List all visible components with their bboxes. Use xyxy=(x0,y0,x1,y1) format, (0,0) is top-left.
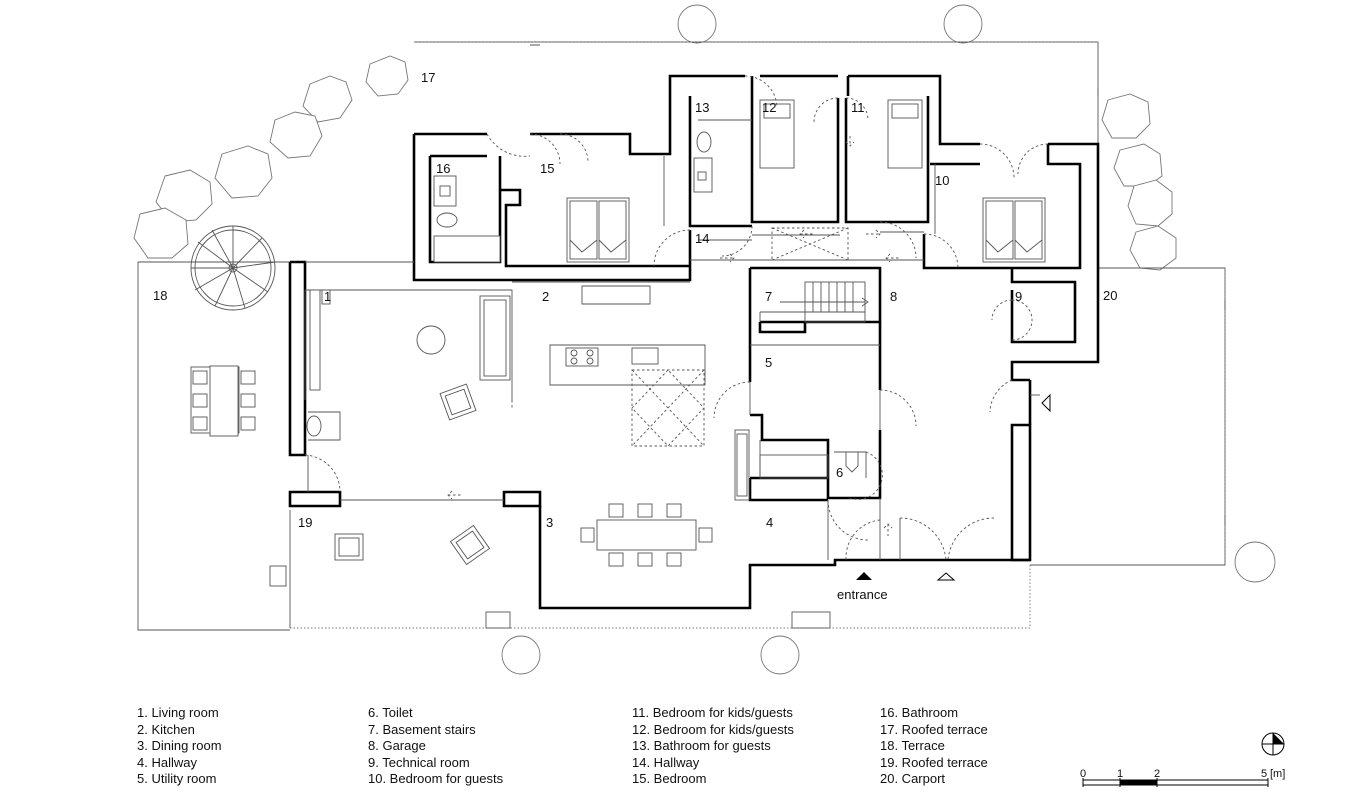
room-number: 20 xyxy=(1103,288,1117,303)
site-outlines xyxy=(137,41,1226,631)
legend-item: 18. Terrace xyxy=(880,738,945,754)
legend-item: 7. Basement stairs xyxy=(368,721,476,737)
legend-item: 11. Bedroom for kids/guests xyxy=(632,705,793,720)
legend-item: 1. Living room xyxy=(137,705,219,720)
legend-item: 2. Kitchen xyxy=(137,721,195,737)
skylights xyxy=(631,227,849,447)
entrance-arrow-icon xyxy=(936,572,956,581)
sliding-door-arrows xyxy=(447,136,900,536)
legend-item: 13. Bathroom for guests xyxy=(632,738,771,754)
legend-column: 16. Bathroom 17. Roofed terrace 18. Terr… xyxy=(880,705,988,788)
room-number: 8 xyxy=(890,289,897,304)
spiral-stair xyxy=(190,225,276,311)
room-number: 14 xyxy=(695,231,709,246)
legend-item: 4. Hallway xyxy=(137,754,197,770)
room-number: 6 xyxy=(836,465,843,480)
legend-item: 17. Roofed terrace xyxy=(880,721,988,737)
legend-item: 16. Bathroom xyxy=(880,705,959,720)
trees xyxy=(133,4,1276,675)
room-number: 17 xyxy=(421,70,435,85)
interior-details xyxy=(304,119,1040,560)
basement-stairs xyxy=(759,281,869,323)
scale-tick-label: 0 xyxy=(1080,768,1086,780)
bush xyxy=(155,169,213,223)
room-number: 10 xyxy=(935,173,949,188)
room-number: 7 xyxy=(765,289,772,304)
room-number: 18 xyxy=(153,288,167,303)
legend-item: 10. Bedroom for guests xyxy=(368,771,504,787)
legend-item: 3. Dining room xyxy=(137,738,222,754)
tree xyxy=(760,635,800,675)
room-number: 11 xyxy=(851,100,865,115)
tree xyxy=(501,635,541,675)
north-arrow-icon xyxy=(1261,732,1285,756)
room-number: 1 xyxy=(324,289,331,304)
scale-tick-label: 2 xyxy=(1154,768,1160,780)
tree xyxy=(1234,541,1276,583)
bush xyxy=(133,207,189,259)
bush xyxy=(1129,225,1177,271)
tree xyxy=(943,4,983,44)
room-number: 3 xyxy=(546,515,553,530)
bush xyxy=(1101,93,1151,139)
legend-item: 19. Roofed terrace xyxy=(880,754,988,770)
scale-bar: 0 1 2 5 [m] xyxy=(1080,768,1285,787)
room-numbers: 1 2 3 4 5 6 7 8 9 10 11 12 13 14 15 16 1… xyxy=(153,70,1117,530)
bush xyxy=(1127,179,1173,227)
room-number: 2 xyxy=(542,289,549,304)
room-number: 12 xyxy=(762,100,776,115)
bush xyxy=(1113,143,1163,187)
scale-unit-label: [m] xyxy=(1270,768,1285,780)
room-number: 5 xyxy=(765,355,772,370)
legend-item: 15. Bedroom xyxy=(632,771,707,787)
scale-tick-label: 1 xyxy=(1117,768,1123,780)
room-number: 9 xyxy=(1015,289,1022,304)
bush xyxy=(365,55,409,97)
legend-item: 5. Utility room xyxy=(137,771,217,787)
entrance-markers: entrance xyxy=(837,393,1051,602)
double-bed-15 xyxy=(566,197,630,263)
legend-item: 20. Carport xyxy=(880,771,946,787)
legend-item: 9. Technical room xyxy=(368,754,470,770)
furniture xyxy=(190,99,1046,629)
room-number: 19 xyxy=(298,515,312,530)
armchair xyxy=(439,383,477,421)
legend-column: 6. Toilet 7. Basement stairs 8. Garage 9… xyxy=(368,705,503,788)
single-bed-12 xyxy=(759,99,795,169)
double-bed-10 xyxy=(982,197,1046,263)
entrance-arrow-icon xyxy=(1041,393,1051,413)
bush xyxy=(302,75,353,123)
legend-column: 11. Bedroom for kids/guests 12. Bedroom … xyxy=(632,705,794,788)
tree xyxy=(677,4,717,44)
legend-item: 8. Garage xyxy=(368,738,426,754)
legend-item: 12. Bedroom for kids/guests xyxy=(632,721,794,737)
room-number: 13 xyxy=(695,100,709,115)
bush xyxy=(269,111,323,159)
entrance-arrow-icon xyxy=(856,572,872,580)
room-number: 15 xyxy=(540,161,554,176)
bush xyxy=(214,145,273,199)
scale-tick-label: 5 xyxy=(1261,768,1267,780)
single-bed-11 xyxy=(887,99,923,169)
legend-column: 1. Living room 2. Kitchen 3. Dining room… xyxy=(137,705,222,788)
entrance-label: entrance xyxy=(837,587,888,602)
legend-item: 6. Toilet xyxy=(368,705,413,720)
room-number: 4 xyxy=(766,515,773,530)
door-swings xyxy=(304,75,1049,561)
room-number: 16 xyxy=(436,161,450,176)
legend-item: 14. Hallway xyxy=(632,754,700,770)
